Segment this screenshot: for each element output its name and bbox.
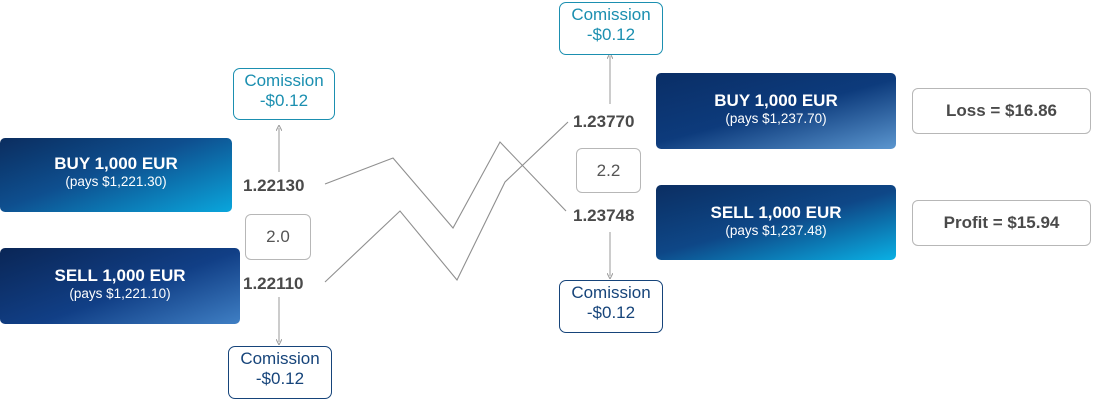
left-spread: 2.0 [245, 214, 311, 260]
left-top-commission: Comission -$0.12 [233, 68, 335, 120]
right-buy-title: BUY 1,000 EUR [714, 91, 838, 110]
right-sell-title: SELL 1,000 EUR [710, 203, 842, 222]
commission-label: Comission [240, 349, 320, 368]
left-buy-pays: (pays $1,221.30) [65, 174, 167, 189]
left-buy-card: BUY 1,000 EUR (pays $1,221.30) [0, 138, 232, 212]
left-bottom-commission: Comission -$0.12 [228, 346, 332, 399]
commission-amount: -$0.12 [586, 25, 636, 44]
commission-label: Comission [244, 71, 324, 90]
commission-amount: -$0.12 [586, 303, 636, 322]
profit-result: Profit = $15.94 [912, 200, 1091, 246]
right-buy-pays: (pays $1,237.70) [725, 111, 827, 126]
right-buy-card: BUY 1,000 EUR (pays $1,237.70) [656, 73, 896, 149]
sell-price-line [324, 121, 569, 283]
left-buy-title: BUY 1,000 EUR [54, 154, 178, 173]
commission-amount: -$0.12 [255, 369, 305, 388]
right-top-commission: Comission -$0.12 [559, 2, 663, 55]
left-sell-price: 1.22110 [243, 274, 304, 293]
loss-result: Loss = $16.86 [912, 88, 1091, 134]
left-sell-pays: (pays $1,221.10) [69, 286, 171, 301]
commission-label: Comission [571, 283, 651, 302]
commission-label: Comission [571, 5, 651, 24]
right-sell-price: 1.23748 [573, 206, 635, 225]
right-sell-card: SELL 1,000 EUR (pays $1,237.48) [656, 185, 896, 260]
left-buy-price: 1.22130 [243, 176, 305, 195]
right-sell-pays: (pays $1,237.48) [725, 223, 827, 238]
left-sell-card: SELL 1,000 EUR (pays $1,221.10) [0, 248, 240, 324]
right-buy-price: 1.23770 [573, 112, 635, 131]
commission-amount: -$0.12 [259, 91, 309, 110]
right-bottom-commission: Comission -$0.12 [559, 280, 663, 333]
buy-price-line [324, 141, 567, 229]
right-spread: 2.2 [576, 148, 641, 193]
left-sell-title: SELL 1,000 EUR [54, 266, 186, 285]
